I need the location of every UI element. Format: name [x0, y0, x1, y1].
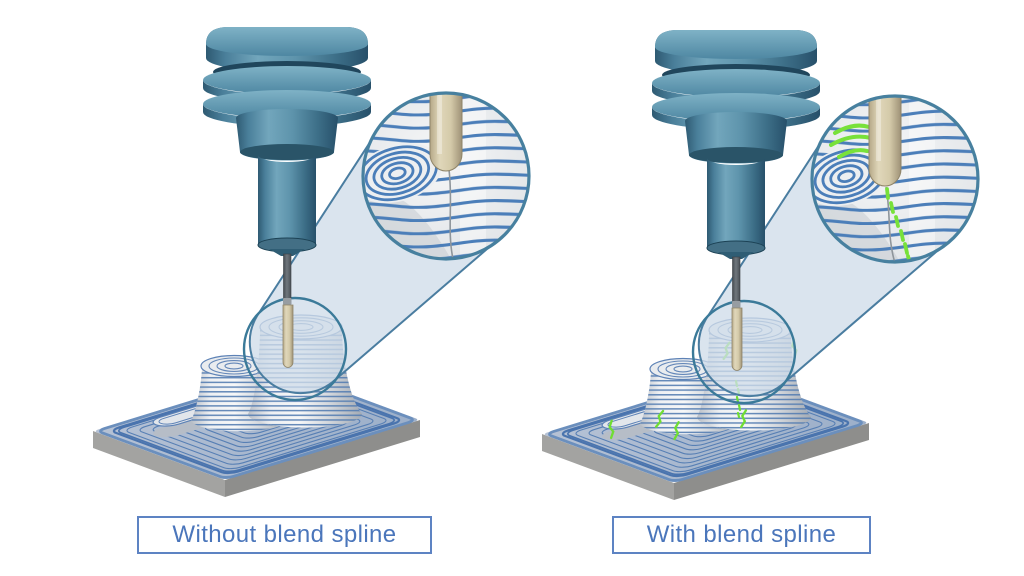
magnifier-detail-right	[829, 96, 912, 262]
label-text: With blend spline	[646, 521, 837, 548]
magnifier-detail-left	[429, 93, 463, 259]
panel-with-blend-spline	[540, 29, 980, 502]
magnifier-rim-right	[810, 94, 980, 264]
label-with-blend-spline: With blend spline	[612, 516, 871, 554]
label-without-blend-spline: Without blend spline	[137, 516, 432, 554]
magnified-cutter	[429, 93, 463, 172]
magnified-blend-splines	[829, 123, 912, 262]
magnified-cutter	[868, 96, 902, 187]
label-text: Without blend spline	[172, 521, 397, 548]
magnifier-rim-left	[361, 91, 531, 261]
panel-without-blend-spline	[91, 26, 531, 499]
